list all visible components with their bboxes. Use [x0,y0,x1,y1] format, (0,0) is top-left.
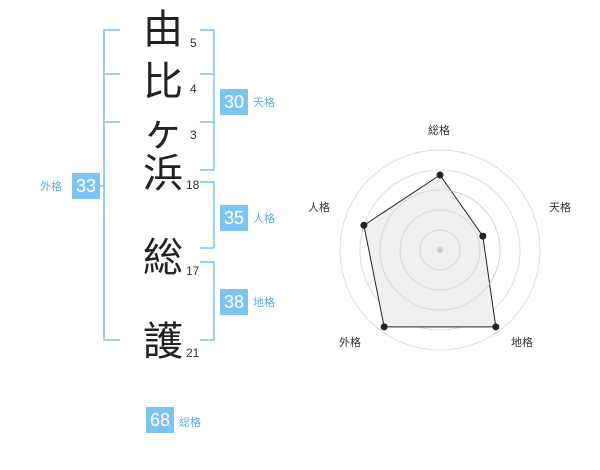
chikaku-bracket [200,261,215,341]
tenkaku-bracket [200,29,215,171]
name-char-2: 比 [143,59,183,105]
stroke-count-6: 21 [186,346,200,360]
radar-point-4 [380,323,388,331]
stroke-count-3: 3 [190,128,197,142]
radar-label-gaikaku: 外格 [339,336,361,349]
stroke-count-5: 17 [186,264,200,278]
radar-center-dot [437,247,443,253]
chikaku-label: 地格 [253,296,275,309]
name-char-1: 由 [143,7,183,53]
radar-label-chikaku: 地格 [511,336,533,349]
radar-point-3 [492,323,500,331]
jinkaku-bracket [200,181,215,249]
radar-grid-circle [359,169,521,331]
soukaku-score: 68 [146,407,174,433]
gaikaku-label: 外格 [40,180,62,193]
name-char-5: 総 [143,235,183,281]
name-char-3: ヶ [143,109,183,155]
jinkaku-label: 人格 [253,212,275,225]
radar-grid-circle-overlay [399,209,481,291]
stroke-count-2: 4 [190,82,197,96]
tenkaku-label: 天格 [253,96,275,109]
radar-point-2 [479,232,487,240]
radar-label-soukaku: 総格 [428,124,450,137]
radar-label-tenkaku: 天格 [549,201,571,214]
stroke-count-1: 5 [190,36,197,50]
radar-polygon [363,174,497,328]
radar-grid-circle-overlay [419,229,461,271]
stroke-count-4: 18 [186,178,200,192]
radar-point-1 [436,171,444,179]
name-char-6: 護 [143,319,183,365]
radar-label-jinkaku: 人格 [308,201,330,214]
soukaku-label: 総格 [179,416,201,429]
chikaku-score: 38 [220,289,248,315]
gaikaku-bracket [103,29,120,341]
radar-chart [339,149,541,351]
name-char-4: 浜 [143,151,183,197]
radar-grid-circle-overlay [379,189,501,311]
tenkaku-score: 30 [220,89,248,115]
radar-point-5 [360,221,368,229]
gaikaku-score: 33 [72,173,100,199]
jinkaku-score: 35 [220,205,248,231]
